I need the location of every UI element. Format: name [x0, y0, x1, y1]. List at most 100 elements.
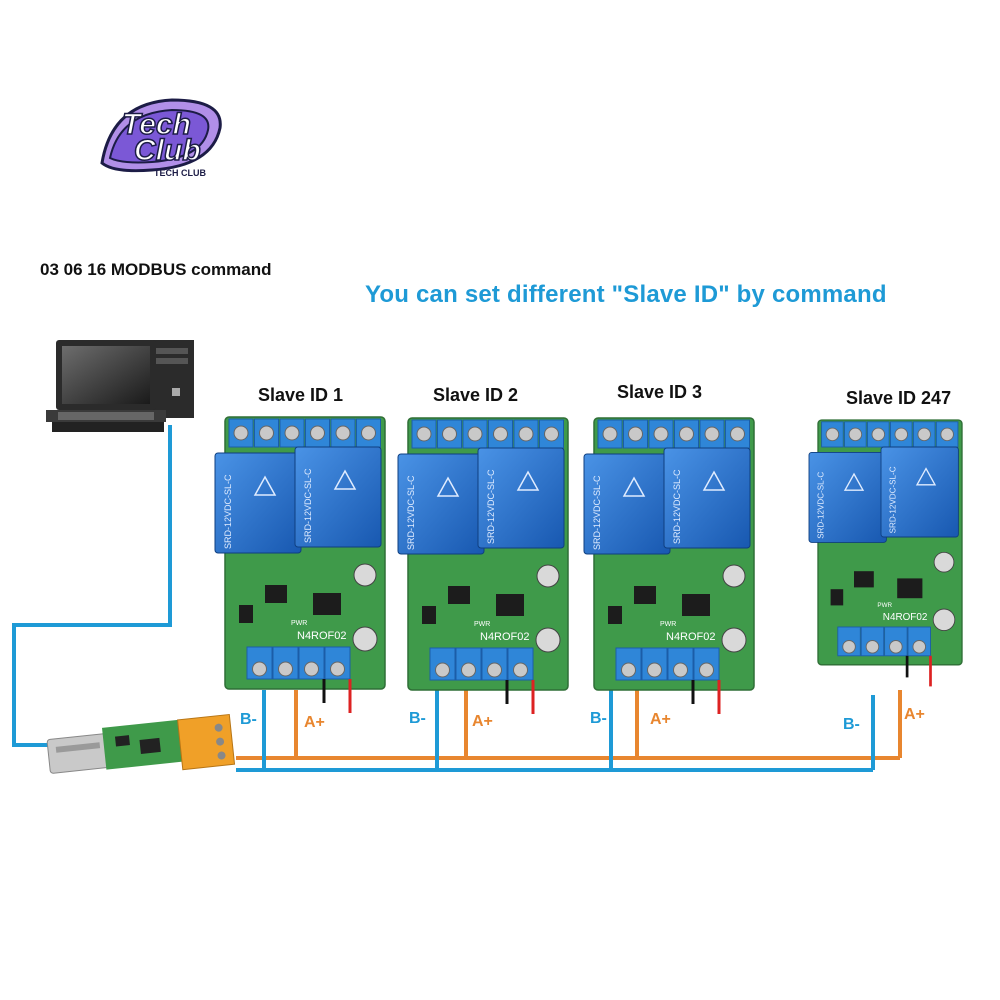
- screw-icon: [704, 426, 720, 442]
- warning-icon: [622, 476, 646, 497]
- ic-chip: [448, 586, 470, 604]
- screw-icon: [233, 425, 249, 441]
- logo-line1: Tech: [122, 108, 191, 141]
- ic-chip: [265, 585, 287, 603]
- capacitor: [722, 564, 746, 588]
- screw-icon: [871, 427, 886, 442]
- board-model: N4ROF02: [297, 630, 347, 642]
- screw-icon: [699, 662, 714, 678]
- warning-icon: [253, 475, 277, 496]
- screw-icon: [487, 662, 502, 678]
- ic-chip: [496, 594, 524, 616]
- screw-icon: [335, 425, 351, 441]
- warning-icon: [333, 469, 357, 490]
- screw-icon: [518, 426, 534, 442]
- capacitor: [535, 627, 561, 653]
- b-minus-label-1: B-: [240, 711, 257, 728]
- modbus-command-label: 03 06 16 MODBUS command: [40, 260, 272, 279]
- relay-module-4: SRD-12VDC-SL-C SRD-12VDC-SL-C N4ROF02 PWR: [808, 419, 963, 687]
- relay-1-print: SRD-12VDC-SL-C: [592, 475, 602, 550]
- screw-icon: [310, 425, 325, 441]
- logo-tagline: TECH CLUB: [154, 168, 206, 178]
- relay-2-print: SRD-12VDC-SL-C: [672, 469, 682, 544]
- screw-icon: [647, 662, 662, 678]
- screw-icon: [621, 662, 636, 678]
- screw-icon: [284, 425, 300, 441]
- screw-icon: [442, 426, 457, 442]
- screw-icon: [513, 662, 528, 678]
- screw-icon: [894, 427, 909, 442]
- pwr-label: PWR: [291, 620, 307, 627]
- slave-id-headline: You can set different "Slave ID" by comm…: [365, 281, 887, 308]
- screw-icon: [653, 426, 669, 442]
- ic-chip: [313, 593, 341, 615]
- desktop-computer-icon: [46, 340, 194, 432]
- ic-chip: [682, 594, 710, 616]
- slave-label-2: Slave ID 2: [433, 385, 519, 405]
- warning-icon: [915, 467, 937, 486]
- ic-chip: [854, 571, 874, 588]
- screw-icon: [825, 427, 840, 442]
- b-minus-label-4: B-: [843, 716, 860, 733]
- capacitor: [932, 608, 956, 632]
- screw-icon: [673, 662, 688, 678]
- warning-icon: [843, 472, 865, 491]
- relay-2: [880, 446, 959, 538]
- screw-icon: [278, 661, 293, 677]
- pwr-label: PWR: [660, 621, 676, 628]
- screw-icon: [361, 425, 376, 441]
- a-plus-label-1: A+: [304, 714, 325, 731]
- screw-icon: [679, 426, 694, 442]
- screw-icon: [917, 427, 931, 442]
- screw-icon: [628, 426, 643, 442]
- pc-usb-cable: [12, 425, 172, 747]
- screw-icon: [730, 426, 745, 442]
- screw-icon: [252, 661, 267, 677]
- capacitor: [352, 626, 378, 652]
- pwr-label: PWR: [474, 621, 490, 628]
- relay-1-print: SRD-12VDC-SL-C: [406, 475, 416, 550]
- screw-icon: [544, 426, 559, 442]
- slave-label-4: Slave ID 247: [846, 388, 952, 408]
- pwr-label: PWR: [877, 602, 892, 609]
- capacitor: [353, 563, 377, 587]
- warning-icon: [702, 470, 726, 491]
- relay-1-print: SRD-12VDC-SL-C: [816, 472, 825, 539]
- b-minus-label-3: B-: [590, 710, 607, 727]
- ic-chip: [239, 605, 253, 623]
- logo-line2: Club: [134, 134, 201, 167]
- screw-icon: [940, 427, 954, 442]
- a-plus-label-4: A+: [904, 706, 925, 723]
- capacitor: [721, 627, 747, 653]
- screw-icon: [848, 427, 863, 442]
- screw-icon: [865, 640, 880, 654]
- ic-chip: [897, 578, 923, 599]
- capacitor: [933, 551, 955, 573]
- relay-2: [294, 446, 382, 548]
- screw-icon: [912, 640, 927, 654]
- slave-label-1: Slave ID 1: [258, 385, 344, 405]
- screw-icon: [304, 661, 319, 677]
- screw-icon: [842, 640, 856, 654]
- b-minus-label-2: B-: [409, 710, 426, 727]
- relay-2-print: SRD-12VDC-SL-C: [303, 468, 313, 543]
- rs485-bus-wires: [12, 425, 902, 772]
- screw-icon: [602, 426, 618, 442]
- ic-chip: [634, 586, 656, 604]
- relay-1-print: SRD-12VDC-SL-C: [223, 474, 233, 549]
- ic-chip: [608, 606, 622, 624]
- relay-2: [477, 447, 565, 549]
- ic-chip: [422, 606, 436, 624]
- board-model: N4ROF02: [883, 612, 928, 623]
- relay-2-print: SRD-12VDC-SL-C: [486, 469, 496, 544]
- screw-icon: [259, 425, 274, 441]
- screw-icon: [435, 662, 450, 678]
- screw-icon: [889, 640, 903, 654]
- screw-icon: [467, 426, 483, 442]
- tech-club-logo: Tech Club TECH CLUB: [100, 98, 222, 178]
- relay-2-print: SRD-12VDC-SL-C: [888, 466, 897, 533]
- screw-icon: [330, 661, 345, 677]
